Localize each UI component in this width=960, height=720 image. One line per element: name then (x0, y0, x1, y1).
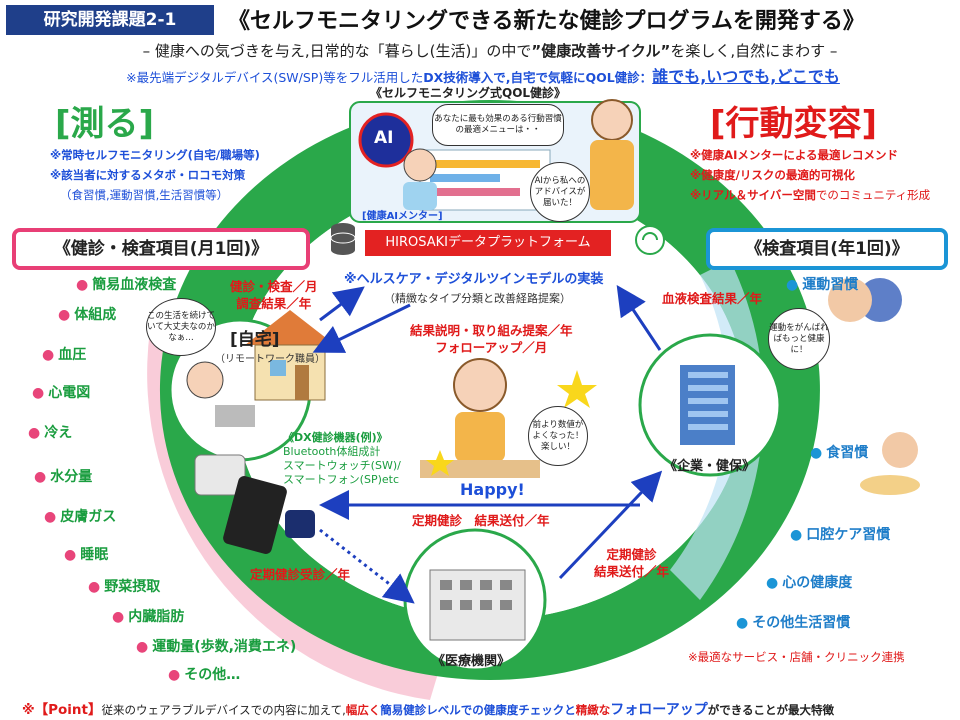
footer-point: ※【Point】従来のウェアラブルデバイスでの内容に加えて,幅広く簡易健診レベル… (22, 702, 834, 718)
monthly-item: ●皮膚ガス (44, 509, 117, 525)
monthly-item: ●野菜摂取 (88, 579, 161, 595)
house-icon (245, 310, 335, 401)
monthly-item: ●水分量 (34, 469, 93, 485)
yearly-items-box: 《検査項目(年1回)》 (706, 228, 948, 270)
monthly-item: ●冷え (28, 425, 73, 441)
behavior-note: ※健康AIメンターによる最適レコメンド (690, 148, 899, 162)
happy-bubble: 前より数値がよくなった！楽しい！ (528, 406, 588, 466)
subtitle-emphasis: ”健康改善サイクル” (531, 42, 671, 60)
behavior-change-heading: [行動変容] (710, 104, 878, 144)
project-tag: 研究開発課題2-1 (6, 5, 214, 35)
home-worry-bubble: この生活を続けていて大丈夫なのかなぁ… (146, 298, 216, 356)
arrow-home-to-hospital (319, 528, 415, 604)
monthly-item: ●睡眠 (64, 547, 109, 563)
yearly-item: ●運動習慣 (786, 277, 859, 293)
dx-device: スマートウォッチ(SW)/ (283, 459, 401, 472)
subtitle-part: を楽しく,自然にまわす – (670, 42, 838, 60)
cloud-sync-icon (635, 225, 665, 255)
digital-twin-subtitle: （精緻なタイプ分類と改善経路提案） (384, 292, 571, 305)
arrow-hospital-to-company (558, 470, 663, 580)
woman-figure-head (591, 99, 633, 141)
measure-note: （食習慣,運動習慣,生活習慣等） (60, 188, 229, 202)
arrow-twin-to-home (312, 303, 411, 353)
monthly-item: ●心電図 (32, 385, 91, 401)
followup-label: 結果説明・取り組み提案／年フォローアップ／月 (410, 323, 573, 355)
regular-result-label: 定期健診 結果送付／年 (412, 513, 550, 528)
page-subtitle: – 健康への気づきを与え,日常的な「暮らし(生活)」の中で”健康改善サイクル”を… (40, 40, 940, 61)
exercise-bubble: 運動をがんばればもっと健康に！ (768, 308, 830, 370)
advice-bubble: AIから私へのアドバイスが届いた！ (530, 162, 590, 222)
dx-device: スマートフォン(SP)etc (283, 473, 399, 486)
smartphone-icon (223, 476, 287, 554)
yearly-item: ●その他生活習慣 (736, 615, 851, 631)
ai-mentor-label: [健康AIメンター] (362, 211, 443, 222)
yearly-item: ●口腔ケア習慣 (790, 527, 891, 543)
monthly-items-box: 《健診・検査項目(月1回)》 (12, 228, 310, 270)
behavior-note: ※健康度/リスクの最適的可視化 (690, 168, 855, 182)
building-icon (680, 365, 735, 445)
monthly-item: ●運動量(歩数,消費エネ) (136, 639, 297, 655)
monthly-item: ●体組成 (58, 307, 117, 323)
home-sublabel: （リモートワーク職員） (215, 354, 325, 365)
dx-statement-part: ※最先端デジタルデバイス(SW/SP)等をフル活用した (126, 70, 424, 85)
happy-person (420, 358, 597, 478)
measure-heading: [測る] (55, 104, 155, 144)
monthly-item: ●その他… (168, 667, 241, 683)
page-title: 《セルフモニタリングできる新たな健診プログラムを開発する》 (228, 9, 865, 34)
measure-note: ※常時セルフモニタリング(自宅/職場等) (50, 148, 260, 162)
dx-statement-slogan: 誰でも,いつでも,どこでも (652, 67, 840, 86)
digital-twin-title: ※ヘルスケア・デジタルツインモデルの実装 (344, 272, 604, 287)
subtitle-part: – 健康への気づきを与え,日常的な「暮らし(生活)」の中で (142, 42, 532, 60)
happy-label: Happy! (460, 480, 525, 499)
ai-label: AI (374, 128, 394, 148)
monthly-item: ●簡易血液検査 (76, 277, 177, 293)
monthly-item: ●内臓脂肪 (112, 609, 185, 625)
service-note: ※最適なサービス・店舗・クリニック連携 (688, 650, 905, 664)
measure-note: ※該当者に対するメタボ・ロコモ対策 (50, 168, 246, 182)
arrow-home-to-twin (319, 286, 365, 322)
body-scale-icon (194, 454, 246, 496)
hospital-icon (429, 569, 526, 641)
hospital-result-label: 定期健診結果送付／年 (594, 547, 670, 579)
dx-statement: ※最先端デジタルデバイス(SW/SP)等をフル活用したDX技術導入で,自宅で気軽… (8, 63, 958, 87)
arrow-company-to-twin (616, 285, 662, 351)
ai-orb (358, 112, 414, 168)
yearly-item: ●心の健康度 (766, 575, 853, 591)
dx-statement-bold: DX技術導入で,自宅で気軽にQOL健診： (423, 70, 653, 85)
data-platform: HIROSAKIデータプラットフォーム (365, 230, 611, 256)
menu-bubble: あなたに最も効果のある行動習慣の最適メニューは・・ (432, 104, 564, 146)
monthly-item: ●血圧 (42, 347, 87, 363)
regular-exam-label: 定期健診受診／年 (250, 567, 351, 582)
yearly-item: ●食習慣 (810, 445, 869, 461)
dx-devices-title: 《DX健診機器(例)》 (283, 431, 388, 444)
dx-device: Bluetooth体組成計 (283, 445, 381, 458)
behavior-note: ※リアル＆サイバー空間でのコミュニティ形成 (690, 188, 931, 202)
smartwatch-icon (285, 510, 315, 538)
home-label: [自宅] (230, 330, 280, 350)
hospital-label: 《医療機関》 (432, 654, 511, 669)
dx-devices: 《DX健診機器(例)》 Bluetooth体組成計 スマートウォッチ(SW)/ … (283, 431, 401, 487)
qol-title: 《セルフモニタリング式QOL健診》 (370, 86, 567, 100)
company-label: 《企業・健保》 (664, 459, 756, 474)
blood-result-label: 血液検査結果／年 (662, 291, 763, 306)
database-icon (330, 223, 356, 255)
home-upload-label: 健診・検査／月調査結果／年 (230, 279, 318, 311)
